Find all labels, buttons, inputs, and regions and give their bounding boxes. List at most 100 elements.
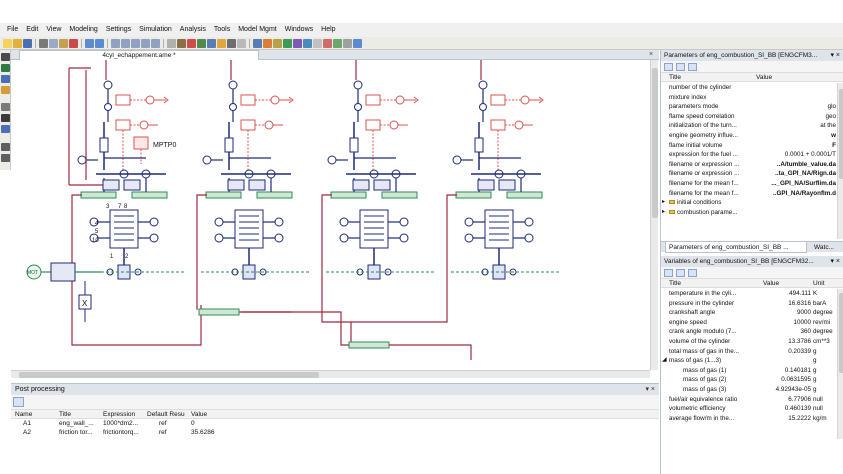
- text-tool-icon[interactable]: [1, 75, 10, 83]
- column-header-name[interactable]: Name: [15, 411, 33, 418]
- temperature-sensor[interactable]: [524, 217, 534, 227]
- temperature-sensor[interactable]: [274, 233, 284, 243]
- injector-block[interactable]: [365, 94, 381, 106]
- temperature-sensor[interactable]: [399, 217, 409, 227]
- group-tool-icon[interactable]: [1, 154, 10, 162]
- valve-body[interactable]: [102, 179, 120, 191]
- menu-view[interactable]: View: [46, 26, 62, 33]
- temperature-sensor[interactable]: [354, 103, 362, 111]
- injector-block[interactable]: [240, 94, 256, 106]
- tab-watch[interactable]: Watc...: [814, 244, 834, 251]
- canvas-vertical-scroll-thumb[interactable]: [652, 68, 658, 218]
- parameters-edit-icon[interactable]: [676, 63, 685, 71]
- valve-body[interactable]: [498, 179, 516, 191]
- temperature-sensor[interactable]: [464, 217, 474, 227]
- pressure-sensor[interactable]: [353, 80, 363, 90]
- zoom-reset-icon[interactable]: [151, 38, 160, 48]
- intake-port[interactable]: [131, 191, 168, 199]
- canvas-horizontal-scroll-thumb[interactable]: [19, 372, 319, 378]
- link-tool-icon[interactable]: [1, 64, 10, 72]
- temperature-sensor[interactable]: [274, 217, 284, 227]
- injector-block[interactable]: [365, 119, 381, 131]
- warning-icon[interactable]: [217, 38, 226, 48]
- valve-body[interactable]: [373, 179, 391, 191]
- temperature-sensor[interactable]: [202, 155, 212, 165]
- valve-body[interactable]: [477, 179, 495, 191]
- new-file-icon[interactable]: [3, 38, 12, 48]
- table-icon[interactable]: [313, 38, 322, 48]
- menu-model-mgmt[interactable]: Model Mgmt: [238, 26, 277, 33]
- fuel-source[interactable]: [139, 120, 149, 130]
- temperature-sensor[interactable]: [327, 155, 337, 165]
- temperature-sensor[interactable]: [339, 233, 349, 243]
- fuel-source[interactable]: [514, 120, 524, 130]
- menu-simulation[interactable]: Simulation: [139, 26, 172, 33]
- export-icon[interactable]: [333, 38, 342, 48]
- exhaust-port[interactable]: [330, 191, 367, 199]
- intake-port[interactable]: [381, 191, 418, 199]
- line-tool-icon[interactable]: [167, 38, 176, 48]
- variables-scrollbar[interactable]: [837, 289, 843, 439]
- injector-block[interactable]: [115, 119, 131, 131]
- parameters-panel-pin-icon[interactable]: ▾ ×: [830, 52, 840, 59]
- cut-icon[interactable]: [39, 38, 48, 48]
- exhaust-runner[interactable]: [321, 194, 332, 295]
- pressure-sensor[interactable]: [228, 80, 238, 90]
- engine-block[interactable]: [50, 262, 76, 282]
- fuel-source[interactable]: [395, 95, 405, 105]
- parameter-value[interactable]: glo: [827, 103, 836, 111]
- parameter-mode-icon[interactable]: [273, 38, 282, 48]
- temperature-sensor[interactable]: [479, 103, 487, 111]
- run-icon[interactable]: [197, 38, 206, 48]
- layout-icon[interactable]: [237, 38, 246, 48]
- column-header-title[interactable]: Title: [59, 411, 72, 418]
- column-header-value[interactable]: Value: [191, 411, 208, 418]
- close-document-icon[interactable]: ×: [649, 51, 654, 58]
- variables-panel-pin-icon[interactable]: ▾ ×: [830, 258, 840, 265]
- list-item[interactable]: expression for the fuel ...0.0001 + 0.00…: [661, 150, 837, 160]
- temperature-sensor[interactable]: [77, 155, 87, 165]
- list-item[interactable]: ◢mass of gas (1...3)g: [661, 356, 837, 366]
- align-tool-icon[interactable]: [1, 114, 10, 122]
- list-item[interactable]: filename or expression .....A/tumble_val…: [661, 160, 837, 170]
- exhaust-outlet[interactable]: [389, 344, 472, 360]
- exhaust-runner[interactable]: [71, 194, 82, 295]
- temperature-sensor[interactable]: [524, 233, 534, 243]
- valve-body[interactable]: [123, 179, 141, 191]
- exhaust-port[interactable]: [455, 191, 492, 199]
- exhaust-manifold[interactable]: [71, 295, 202, 346]
- open-folder-icon[interactable]: [13, 38, 22, 48]
- parameters-scroll-thumb[interactable]: [839, 89, 843, 179]
- column-header-value[interactable]: Value: [756, 74, 773, 81]
- variables-tree-icon[interactable]: [688, 269, 697, 277]
- list-item[interactable]: filename for the mean f......_GPI_NA/Sur…: [661, 179, 837, 189]
- analysis-icon[interactable]: [293, 38, 302, 48]
- variables-view-icon[interactable]: [664, 269, 673, 277]
- collapse-icon[interactable]: ◢: [662, 357, 667, 364]
- list-item[interactable]: ▸combustion parame...: [661, 208, 837, 218]
- settings-icon[interactable]: [207, 38, 216, 48]
- injector-block[interactable]: [115, 94, 131, 106]
- fuel-source[interactable]: [145, 95, 155, 105]
- intake-valve[interactable]: [474, 137, 484, 153]
- temperature-sensor[interactable]: [149, 217, 159, 227]
- temperature-sensor[interactable]: [214, 217, 224, 227]
- arrow-marker[interactable]: [413, 96, 419, 104]
- exhaust-junction[interactable]: [348, 341, 390, 349]
- temperature-sensor[interactable]: [89, 217, 99, 227]
- save-icon[interactable]: [23, 38, 32, 48]
- zoom-out-icon[interactable]: [121, 38, 130, 48]
- plot-icon[interactable]: [303, 38, 312, 48]
- submodel-mode-icon[interactable]: [263, 38, 272, 48]
- temperature-sensor[interactable]: [452, 155, 462, 165]
- zoom-in-icon[interactable]: [111, 38, 120, 48]
- temperature-sensor[interactable]: [229, 103, 237, 111]
- pen-tool-icon[interactable]: [177, 38, 186, 48]
